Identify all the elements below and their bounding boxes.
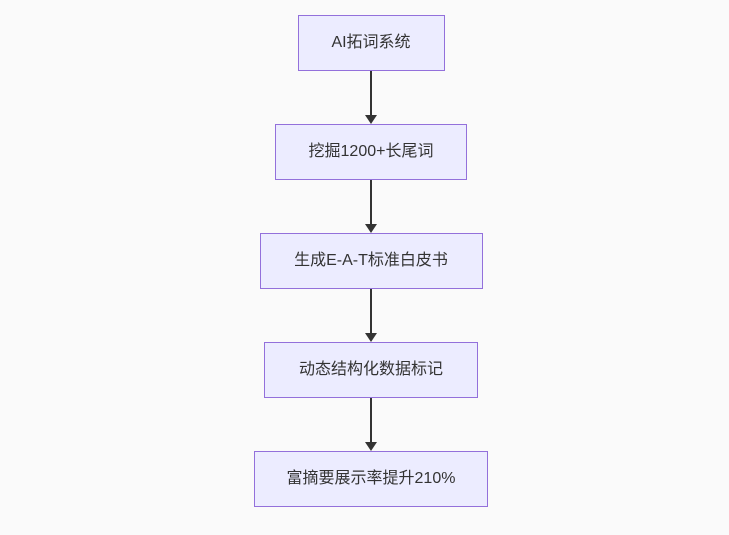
arrow-line <box>370 289 372 333</box>
arrow-line <box>370 398 372 442</box>
arrow-down-icon <box>365 224 377 233</box>
arrow-down-icon <box>365 115 377 124</box>
flowchart-canvas: AI拓词系统 挖掘1200+长尾词 生成E-A-T标准白皮书 动态结构化数据标记… <box>254 15 488 507</box>
edge-connector-1 <box>364 71 378 124</box>
edge-connector-4 <box>364 398 378 451</box>
flow-node-label: AI拓词系统 <box>331 34 411 51</box>
flow-node-rich-snippet-result: 富摘要展示率提升210% <box>254 451 488 507</box>
flow-node-label: 挖掘1200+长尾词 <box>308 143 434 160</box>
flow-node-eat-whitepaper: 生成E-A-T标准白皮书 <box>259 233 483 289</box>
flow-node-longtail-mining: 挖掘1200+长尾词 <box>275 124 467 180</box>
flow-node-ai-word-system: AI拓词系统 <box>297 15 445 71</box>
arrow-line <box>370 71 372 115</box>
flow-node-label: 动态结构化数据标记 <box>298 361 443 378</box>
edge-connector-3 <box>364 289 378 342</box>
flow-node-label: 富摘要展示率提升210% <box>286 470 456 487</box>
flow-node-label: 生成E-A-T标准白皮书 <box>294 252 448 269</box>
edge-connector-2 <box>364 180 378 233</box>
flow-node-structured-data-markup: 动态结构化数据标记 <box>264 342 478 398</box>
arrow-line <box>370 180 372 224</box>
arrow-down-icon <box>365 442 377 451</box>
arrow-down-icon <box>365 333 377 342</box>
